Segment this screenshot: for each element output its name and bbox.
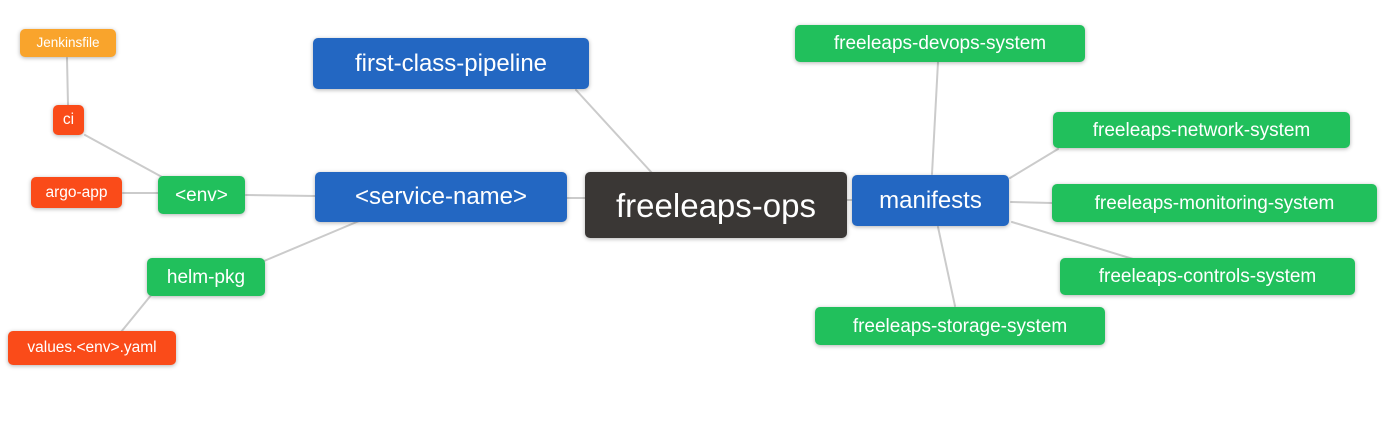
edge-manifests--storage-system [937, 226, 956, 307]
node-env[interactable]: <env> [158, 176, 245, 214]
node-freeleaps-monitoring-system[interactable]: freeleaps-monitoring-system [1052, 184, 1377, 222]
node-jenkinsfile[interactable]: Jenkinsfile [20, 29, 116, 57]
edge-manifests--devops-system [931, 61, 939, 175]
edge-manifests--monitoring-system [1010, 201, 1053, 204]
edge-helm-pkg--values-env-yaml [120, 293, 153, 333]
edge-env--ci [84, 134, 163, 178]
edge-ci--jenkinsfile [66, 57, 69, 106]
node-helm-pkg[interactable]: helm-pkg [147, 258, 265, 296]
node-freeleaps-ops-root[interactable]: freeleaps-ops [585, 172, 847, 238]
node-freeleaps-devops-system[interactable]: freeleaps-devops-system [795, 25, 1085, 62]
node-manifests[interactable]: manifests [852, 175, 1009, 226]
edge-manifests--controls-system [1011, 221, 1134, 260]
edge-service-name--env [245, 194, 317, 197]
node-service-name[interactable]: <service-name> [315, 172, 567, 222]
edge-service-name--helm-pkg [263, 220, 360, 262]
node-values-env-yaml[interactable]: values.<env>.yaml [8, 331, 176, 365]
edge-manifests--network-system [1009, 148, 1059, 179]
node-first-class-pipeline[interactable]: first-class-pipeline [313, 38, 589, 89]
node-freeleaps-controls-system[interactable]: freeleaps-controls-system [1060, 258, 1355, 295]
node-argo-app[interactable]: argo-app [31, 177, 122, 208]
node-ci[interactable]: ci [53, 105, 84, 135]
node-freeleaps-storage-system[interactable]: freeleaps-storage-system [815, 307, 1105, 345]
node-freeleaps-network-system[interactable]: freeleaps-network-system [1053, 112, 1350, 148]
edge-freeleaps-ops--first-class-pipeline [575, 89, 653, 174]
